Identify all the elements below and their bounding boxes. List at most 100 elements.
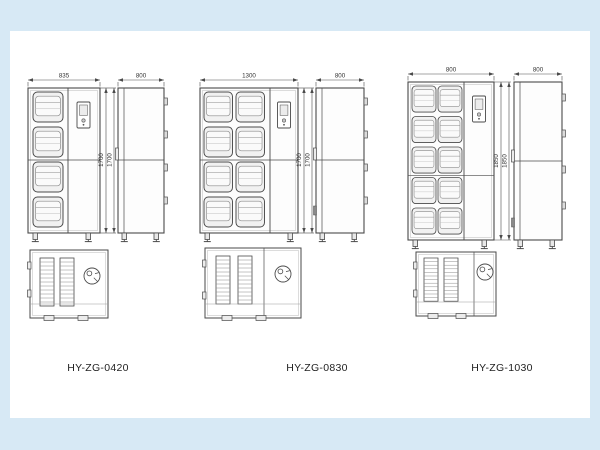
tray-rail [39, 257, 55, 307]
hinge-block [427, 313, 439, 319]
steam-tray [235, 196, 265, 228]
fan-icon [476, 263, 494, 281]
cabinet-side [117, 87, 165, 234]
tray-rail [423, 257, 439, 302]
hinge [561, 165, 566, 174]
model-group-1030: 800 800 [407, 67, 566, 374]
model-group-0420: 835 800 [27, 73, 168, 374]
dim-label: 800 [533, 67, 544, 74]
top-view-0420 [27, 249, 109, 321]
front-view-0830 [199, 87, 299, 243]
dim-front-height-0830: 1700 [296, 87, 314, 234]
steam-tray [32, 91, 64, 123]
hinge [561, 201, 566, 210]
hinge-block [413, 261, 418, 270]
dim-label: 1700 [106, 153, 113, 167]
dim-side-width-1030: 800 [513, 67, 563, 81]
steam-tray [437, 146, 463, 174]
hinge-block [255, 315, 267, 321]
steam-tray [411, 116, 437, 144]
dim-side-height-0830: 1700 [304, 88, 314, 233]
dim-front-width-1030: 800 [407, 67, 495, 81]
steam-tray [235, 126, 265, 158]
steam-tray [411, 85, 437, 113]
hinge-block [413, 289, 418, 298]
dim-label: 800 [335, 73, 346, 80]
tray-rail [59, 257, 75, 307]
top-view-frame [32, 252, 106, 316]
cabinet-frame [30, 90, 98, 231]
hinge [363, 196, 368, 205]
side-view-0420 [115, 87, 168, 243]
steam-tray [203, 161, 233, 193]
hinge-block [27, 261, 32, 270]
dim-front-height-0420: 1700 [98, 87, 116, 234]
steam-tray [411, 177, 437, 205]
dim-front-height-1030: 1850 [493, 81, 511, 241]
cabinet-frame [410, 84, 492, 238]
dim-label: 835 [59, 73, 70, 80]
steam-tray [437, 177, 463, 205]
model-label-0420: HY-ZG-0420 [67, 362, 129, 374]
control-panel [472, 95, 486, 123]
dim-side-width-0830: 800 [315, 73, 365, 87]
steam-tray [203, 196, 233, 228]
top-view-1030 [413, 251, 497, 319]
drain-valve [511, 217, 515, 228]
control-panel [76, 101, 91, 129]
hinge-block [202, 259, 207, 268]
dim-label: 1300 [242, 73, 256, 80]
steam-tray [203, 91, 233, 123]
steam-tray [235, 91, 265, 123]
hinge [163, 130, 168, 139]
model-label-1030: HY-ZG-1030 [471, 362, 533, 374]
fan-icon [83, 267, 101, 285]
dim-label: 1700 [296, 153, 303, 167]
steam-tray [437, 85, 463, 113]
steam-tray [235, 161, 265, 193]
steam-tray [32, 126, 64, 158]
steam-tray [32, 196, 64, 228]
door-handle [115, 147, 119, 161]
hinge-block [77, 315, 89, 321]
dim-label: 800 [136, 73, 147, 80]
dim-label: 800 [446, 67, 457, 74]
model-label-0830: HY-ZG-0830 [286, 362, 348, 374]
hinge-block [202, 291, 207, 300]
top-view-0830 [202, 247, 302, 321]
hinge [363, 130, 368, 139]
hinge-block [455, 313, 467, 319]
hinge [561, 93, 566, 102]
model-group-0830: 1300 800 [199, 73, 368, 374]
drain-valve [313, 205, 317, 216]
hinge [363, 163, 368, 172]
dim-label: 1850 [501, 154, 508, 168]
dim-side-height-0420: 1700 [106, 88, 116, 233]
steam-tray [437, 207, 463, 235]
door-handle [511, 149, 515, 163]
control-panel [277, 101, 291, 129]
hinge [163, 97, 168, 106]
tray-rail [443, 257, 459, 302]
fan-icon [274, 265, 292, 283]
dim-label: 1850 [493, 154, 500, 168]
hinge-block [27, 289, 32, 298]
side-view-1030 [511, 81, 566, 250]
steam-tray [437, 116, 463, 144]
hinge [363, 97, 368, 106]
tray-rail [215, 255, 231, 305]
steam-tray [32, 161, 64, 193]
steam-tray [203, 126, 233, 158]
top-view-frame [207, 250, 299, 316]
door-handle [313, 147, 317, 161]
steam-tray [411, 207, 437, 235]
dim-front-width-0420: 835 [27, 73, 101, 87]
dim-label: 1700 [304, 153, 311, 167]
dim-side-height-1030: 1850 [501, 82, 511, 240]
steam-tray [411, 146, 437, 174]
cabinet-side [315, 87, 365, 234]
side-view-0830 [313, 87, 368, 243]
hinge [561, 129, 566, 138]
tray-rail [237, 255, 253, 305]
